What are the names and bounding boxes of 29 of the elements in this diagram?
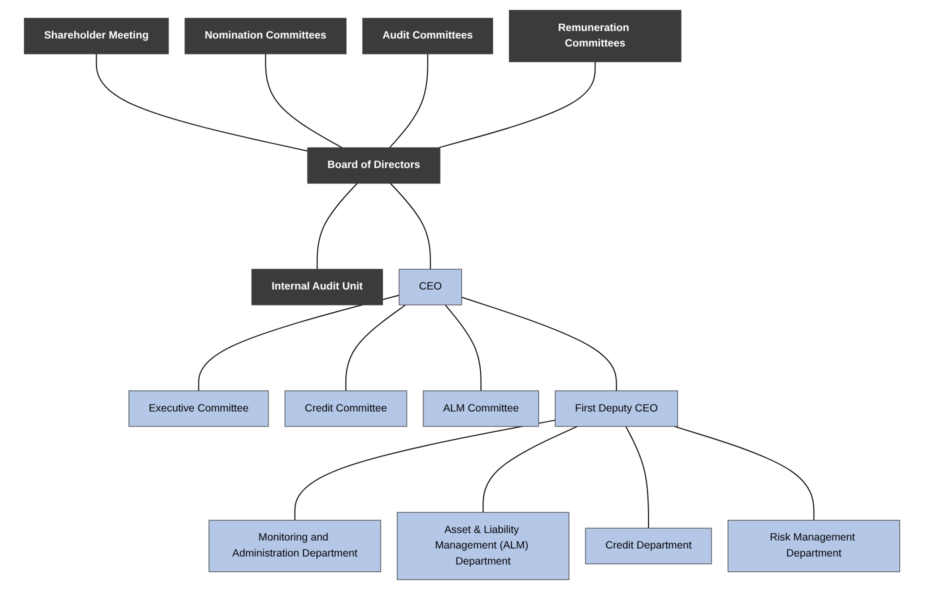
- connector: [198, 294, 400, 392]
- connector: [294, 420, 556, 521]
- connector: [390, 53, 429, 148]
- connector: [317, 182, 358, 270]
- connector: [266, 53, 343, 148]
- connector: [626, 426, 650, 529]
- node-box: Credit Department: [586, 528, 712, 564]
- node-box: Internal Audit Unit: [252, 268, 384, 306]
- connector: [346, 304, 407, 392]
- connector: [445, 304, 482, 392]
- node-box: ALM Committee: [423, 390, 540, 427]
- node-box: Audit Committees: [362, 18, 494, 54]
- node-box: First Deputy CEO: [555, 390, 678, 427]
- node-box: Nomination Committees: [185, 18, 347, 54]
- node-box: Remuneration Committees: [509, 10, 682, 62]
- node-box: Shareholder Meeting: [24, 18, 170, 54]
- connector: [462, 296, 618, 392]
- node-box: Board of Directors: [308, 147, 441, 184]
- node-box: Asset & Liability Management (ALM) Department: [397, 512, 570, 580]
- connector: [96, 53, 309, 152]
- connector: [483, 426, 578, 513]
- connector: [438, 61, 596, 148]
- node-box: CEO: [399, 268, 462, 306]
- connector: [390, 182, 432, 270]
- node-box: Credit Committee: [285, 390, 408, 427]
- node-box: Monitoring and Administration Department: [209, 520, 382, 572]
- node-box: Executive Committee: [129, 390, 270, 427]
- connector: [674, 426, 815, 521]
- node-box: Risk Management Department: [728, 520, 901, 572]
